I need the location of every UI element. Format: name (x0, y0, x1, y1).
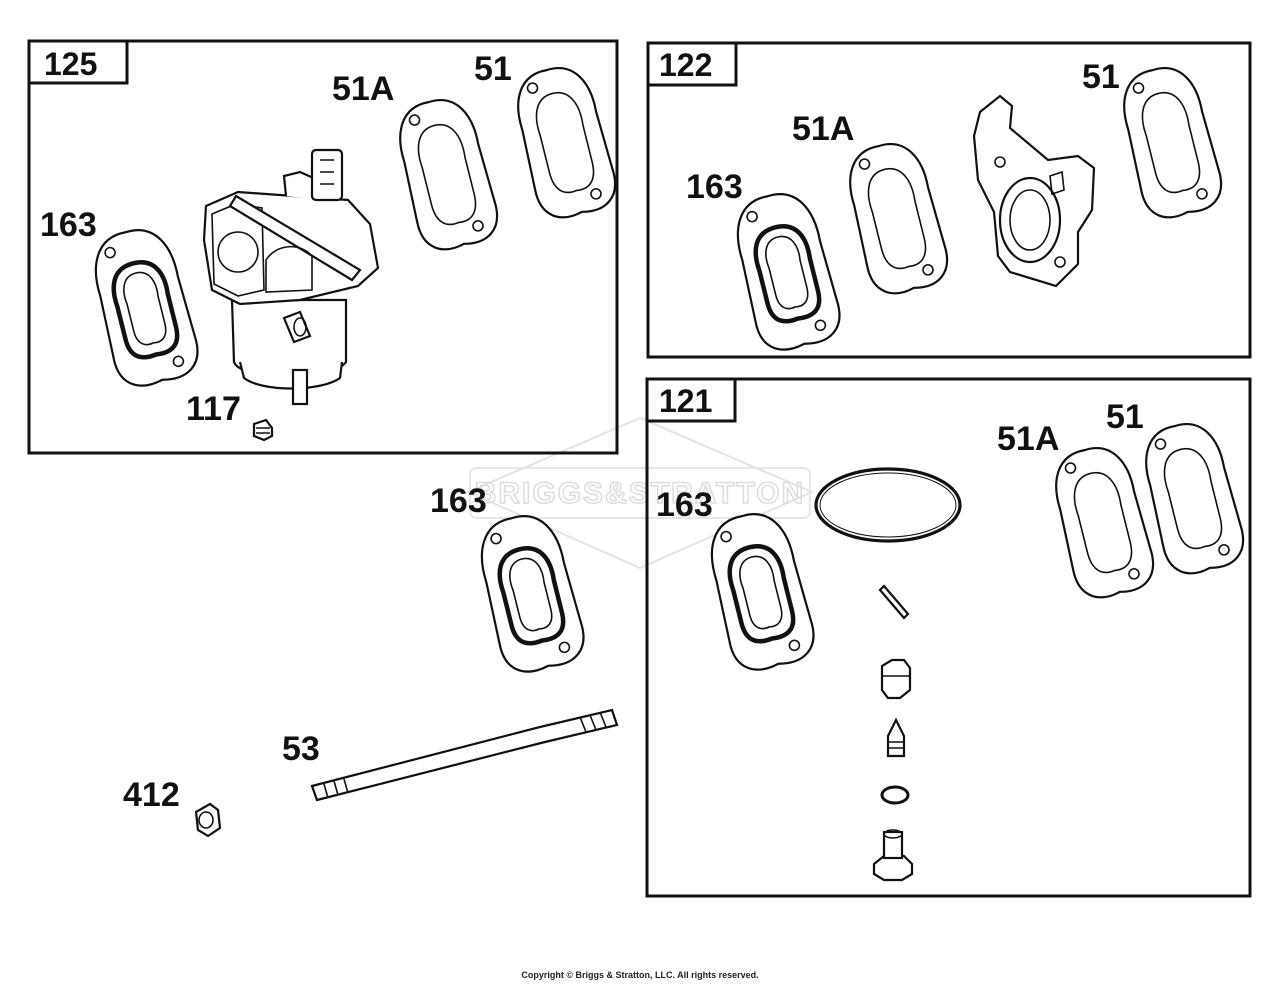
watermark-text: BRIGGS&STRATTON (475, 477, 806, 510)
bowl-nut-part (872, 829, 914, 882)
gasket-51A-part (388, 91, 505, 257)
callout-125-51: 51 (474, 50, 512, 88)
callout-loose-163: 163 (430, 482, 487, 520)
gasket-51-part (506, 59, 623, 225)
group-number-121: 121 (659, 383, 712, 419)
stud-53-part (310, 708, 619, 802)
callout-122-51A: 51A (792, 110, 854, 148)
bowl-oring-part (814, 467, 962, 543)
float-pin-part (878, 584, 910, 620)
nut-412-part (194, 802, 222, 838)
gasket-163-part (85, 222, 204, 392)
callout-121-51: 51 (1106, 398, 1144, 436)
briggs-stratton-watermark: BRIGGS&STRATTON (465, 416, 815, 570)
group-121: 121 51A 51 163 (645, 377, 1252, 898)
callout-125-51A: 51A (332, 70, 394, 108)
callout-121-163: 163 (656, 486, 713, 524)
group-number-125: 125 (44, 46, 97, 82)
group-122: 122 51A 51 163 (646, 41, 1252, 359)
small-oring-part (880, 785, 910, 805)
callout-412: 412 (123, 776, 180, 814)
callout-53: 53 (282, 730, 320, 768)
gasket-51A-part (1044, 439, 1161, 605)
jet-117-part (252, 418, 274, 442)
gasket-51A-part (838, 135, 955, 301)
callout-121-51A: 51A (997, 420, 1059, 458)
gasket-163-part (727, 186, 846, 356)
callout-125-117: 117 (186, 390, 241, 428)
intake-adapter-part (972, 94, 1096, 288)
carburetor-part (202, 148, 380, 406)
group-125: 125 51A 51 163 117 (27, 39, 623, 455)
needle-seat-part (880, 658, 912, 700)
gasket-163-part (701, 506, 820, 676)
group-number-122: 122 (659, 47, 712, 83)
gasket-163-part (471, 508, 590, 678)
callout-125-163: 163 (40, 206, 97, 244)
callout-122-51: 51 (1082, 58, 1120, 96)
inlet-needle-part (886, 717, 906, 758)
gasket-51-part (1112, 59, 1229, 225)
callout-122-163: 163 (686, 168, 743, 206)
copyright-notice: Copyright © Briggs & Stratton, LLC. All … (521, 970, 759, 980)
loose-parts: 163 53 412 (123, 482, 619, 838)
